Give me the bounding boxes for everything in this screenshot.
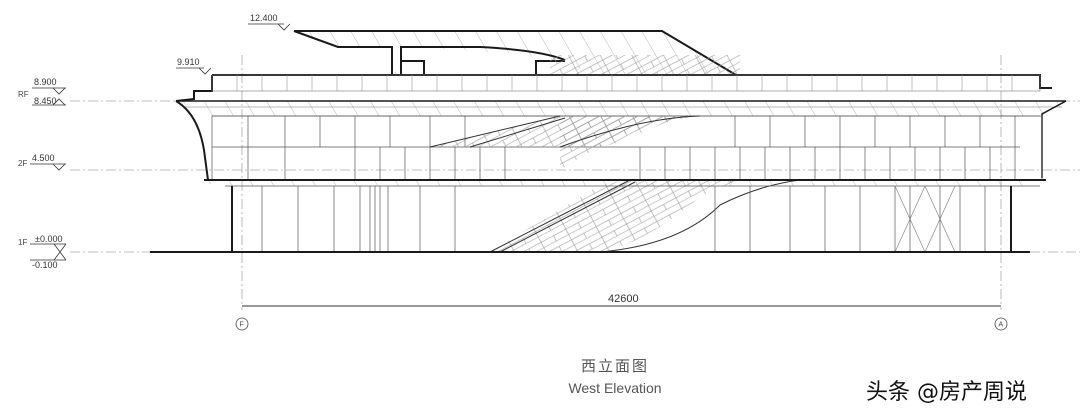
svg-text:12.400: 12.400 bbox=[250, 13, 278, 23]
level-marker-1f: 1F ±0.000 -0.100 bbox=[18, 234, 67, 270]
roof-canopy bbox=[293, 30, 740, 76]
svg-text:RF: RF bbox=[18, 90, 29, 99]
svg-text:±0.000: ±0.000 bbox=[35, 234, 62, 244]
drawing-title-english: West Elevation bbox=[568, 380, 662, 396]
svg-text:4.500: 4.500 bbox=[32, 153, 55, 163]
axis-bubble-a: A bbox=[994, 317, 1008, 331]
svg-text:8.450: 8.450 bbox=[34, 96, 57, 106]
level-marker-12400: 12.400 bbox=[248, 13, 291, 31]
watermark: 头条 @房产周说 bbox=[866, 380, 1027, 405]
level-marker-9910: 9.910 bbox=[176, 57, 212, 75]
ramp-hatch bbox=[429, 115, 801, 253]
level-marker-2f: 2F 4.500 bbox=[18, 153, 66, 171]
level-marker-rf: RF 8.900 8.450 bbox=[18, 77, 66, 106]
svg-text:-0.100: -0.100 bbox=[32, 260, 58, 270]
axis-bubble-f: F bbox=[235, 317, 249, 331]
drawing-title-chinese: 西立面图 bbox=[580, 357, 649, 375]
svg-text:8.900: 8.900 bbox=[34, 77, 57, 87]
svg-text:1F: 1F bbox=[18, 238, 27, 247]
svg-text:2F: 2F bbox=[18, 159, 27, 168]
ground-floor-facade bbox=[231, 185, 1012, 253]
dimension-42600: 42600 bbox=[242, 293, 1001, 307]
parapet-band bbox=[175, 74, 1052, 102]
svg-text:9.910: 9.910 bbox=[177, 57, 200, 67]
svg-text:A: A bbox=[999, 322, 1004, 329]
second-floor-slab bbox=[204, 179, 1046, 187]
svg-text:F: F bbox=[240, 322, 244, 329]
svg-text:42600: 42600 bbox=[608, 293, 639, 305]
